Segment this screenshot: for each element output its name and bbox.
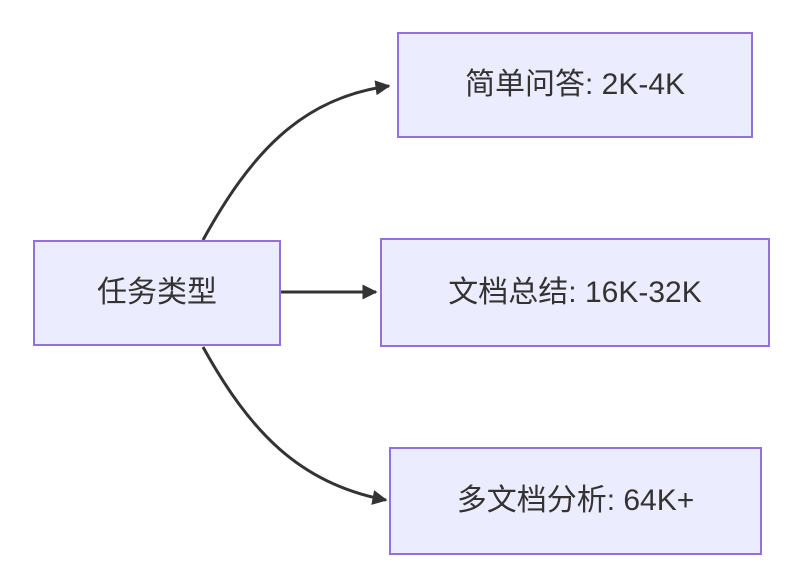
node-simple-qa: 简单问答: 2K-4K <box>397 32 753 138</box>
node-doc-summary: 文档总结: 16K-32K <box>380 238 770 347</box>
edge-root-to-multi-doc <box>201 346 388 505</box>
edge-root-to-simple-qa <box>201 80 391 241</box>
node-task-type: 任务类型 <box>33 240 281 346</box>
node-task-type-label: 任务类型 <box>97 276 217 309</box>
node-multi-doc-analysis: 多文档分析: 64K+ <box>389 447 762 555</box>
node-multi-doc-analysis-label: 多文档分析: 64K+ <box>456 484 695 517</box>
node-doc-summary-label: 文档总结: 16K-32K <box>448 275 702 309</box>
node-simple-qa-label: 简单问答: 2K-4K <box>464 68 686 101</box>
